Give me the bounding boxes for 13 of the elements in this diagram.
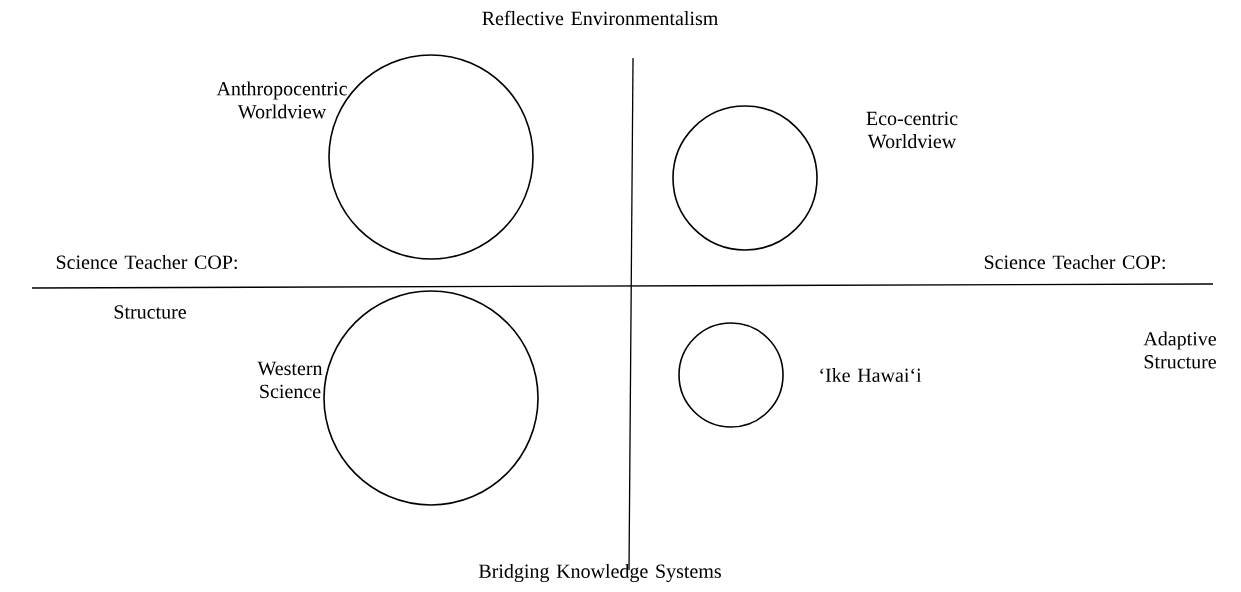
axis-label: Science Teacher COP: bbox=[984, 254, 1165, 270]
axis-label: Structure bbox=[114, 305, 186, 319]
circle bbox=[672, 105, 818, 251]
axis-label: Adaptive Structure bbox=[1143, 331, 1216, 369]
circle-label: Western Science bbox=[257, 361, 323, 399]
axis-label: Bridging Knowledge Systems bbox=[478, 563, 721, 583]
circle bbox=[323, 290, 539, 506]
circle bbox=[678, 322, 784, 428]
circle-label: Eco-centric Worldview bbox=[866, 111, 958, 149]
axis-label: Reflective Environmentalism bbox=[482, 10, 719, 26]
circle-label: Anthropocentric Worldview bbox=[216, 81, 347, 119]
axis-label: Science Teacher COP: bbox=[56, 254, 237, 270]
circle-label: ‘Ike Hawai‘i bbox=[820, 367, 922, 383]
